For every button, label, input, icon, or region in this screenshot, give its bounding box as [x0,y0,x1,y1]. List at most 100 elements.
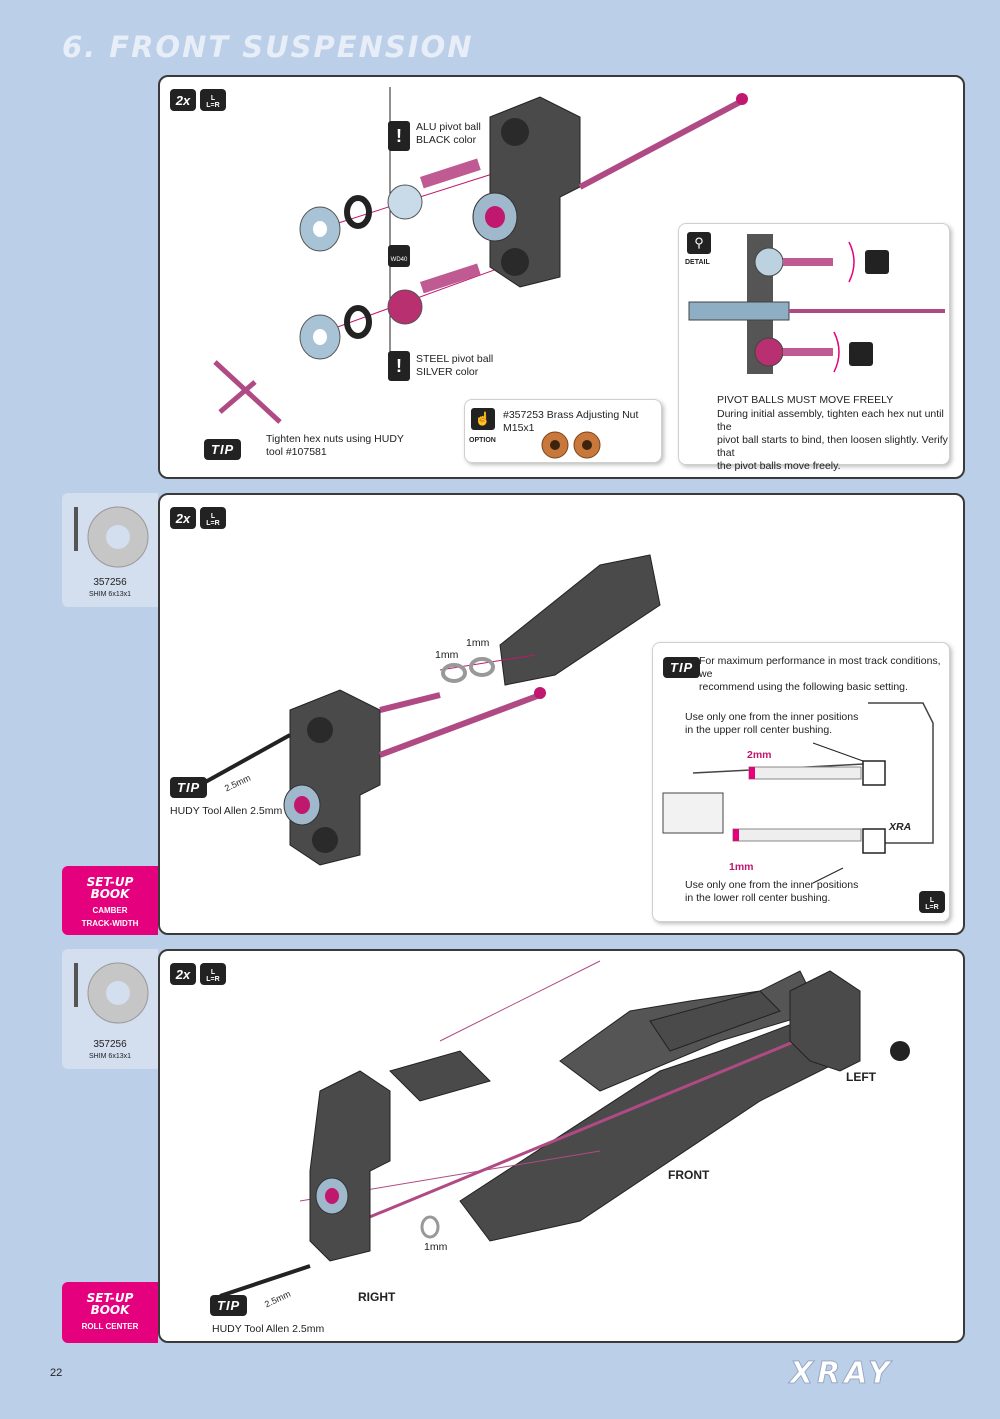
allen-tool [199,733,291,787]
quantity-badge: 2x [170,963,196,985]
allen-tool [219,1264,311,1298]
chassis-outline [863,702,934,844]
tip-badge: TIP [210,1295,248,1316]
tip-badge: TIP [663,657,701,678]
detail-stud-bottom [783,348,833,356]
setup-book-sub-2: TRACK-WIDTH [81,919,139,928]
knuckle-hole [501,248,529,276]
shim [420,1215,440,1239]
lr-text: L=R [206,520,220,527]
upper-arm-right [389,1050,491,1102]
pivot-stud-bottom [419,263,481,294]
upper-arm-left [649,990,781,1052]
part-description: SHIM 6x13x1 [88,1053,132,1060]
lower-line-2: in the lower roll center bushing. [685,892,831,904]
lr-symbol: L [929,897,935,904]
quantity-badge: 2x [170,89,196,111]
roll-center-tip-box: TIP For maximum performance in most trac… [652,642,950,922]
option-text: #357253 Brass Adjusting Nut M15x1 [503,409,639,434]
setup-book-roll-center: SET-UP BOOK ROLL CENTER [62,1282,158,1343]
part-description: SHIM 6x13x1 [88,591,132,598]
nut-hole [313,329,327,345]
alu-ball-line-2: BLACK color [416,134,477,146]
nut-core [325,1188,339,1204]
shim-icon [74,962,149,1024]
tip-line-2: tool #107581 [266,446,327,458]
thumbs-up-icon: ☝ [471,408,495,430]
leader-line-lower [812,867,844,884]
tip-box-line-2: recommend using the following basic sett… [699,681,908,693]
assembly-line [439,654,536,671]
drive-shaft [359,1029,821,1223]
upper-arm-illustration [199,554,661,866]
rotation-arrow [833,331,840,373]
steel-ball-label: STEEL pivot ball SILVER color [416,353,493,379]
knuckle-hole [312,827,338,853]
left-label: LEFT [846,1070,876,1084]
parts-sidebar-step-3: 357256 SHIM 6x13x1 [62,949,158,1069]
left-knuckle [789,970,861,1072]
lr-symbol: L [210,95,216,102]
pivot-stud-top [420,158,481,189]
leader-line-upper [812,742,864,762]
tip-text: Tighten hex nuts using HUDY tool #107581 [266,433,404,459]
wd40-icon: WD40 [388,245,410,267]
warning-icon: ! [388,121,410,151]
warning-icon: ! [388,351,410,381]
upper-line-2: in the upper roll center bushing. [685,724,833,736]
alu-ball-line-1: ALU pivot ball [416,121,481,133]
nut-core [294,796,310,814]
tip-box-text: For maximum performance in most track co… [699,655,949,694]
option-box: ☝ OPTION #357253 Brass Adjusting Nut M15… [464,399,662,463]
hex-tool-shaft [213,360,282,424]
lower-line-1: Use only one from the inner positions [685,879,859,891]
shaft-end [736,93,748,105]
option-label: OPTION [469,437,496,444]
detail-ball-bottom [754,337,784,367]
setup-book-title-1: SET-UP [86,875,134,889]
setup-book-sub-1: CAMBER [92,906,128,915]
pivot-detail-illustration [688,234,945,374]
rotate-free-icon [865,250,889,274]
upper-bushing-text: Use only one from the inner positions in… [685,711,858,737]
hex-tool-handle [218,380,257,414]
front-suspension-assembly-illustration [219,960,910,1298]
steel-pivot-ball [387,289,423,325]
shim-2 [469,657,495,677]
right-label: RIGHT [358,1290,396,1304]
quantity-badge: 2x [170,507,196,529]
magnifier-icon: ⚲ [687,232,711,254]
upper-shim-mark [749,767,755,779]
upper-mm-label: 2mm [747,749,772,761]
lr-symbol: L [210,513,216,520]
part-number: 357256 [93,577,127,588]
pivot-assembly-illustration [213,87,748,424]
detail-title: PIVOT BALLS MUST MOVE FREELY [717,394,894,406]
lr-symbol: L [210,969,216,976]
shim-label-a: 1mm [435,649,459,661]
shim-label-b: 1mm [466,637,490,649]
shim-thickness-icon [74,963,78,1007]
upper-arm [499,554,661,686]
brand-logo: XRAY [790,1356,894,1392]
dual-rate-icon [890,1041,910,1061]
knuckle-hole [307,717,333,743]
detail-line-3: the pivot balls move freely. [717,460,841,472]
tool-text: HUDY Tool Allen 2.5mm [212,1323,325,1335]
tip-badge: TIP [204,439,242,460]
setup-book-camber: SET-UP BOOK CAMBER TRACK-WIDTH [62,866,158,935]
nut-hole [313,221,327,237]
nut-core [485,206,505,228]
shim-hole [106,981,130,1005]
steel-ball-line-2: SILVER color [416,366,479,378]
detail-ball-top [754,247,784,277]
upper-bushing [862,760,886,786]
page-title: 6. FRONT SUSPENSION [62,30,474,64]
